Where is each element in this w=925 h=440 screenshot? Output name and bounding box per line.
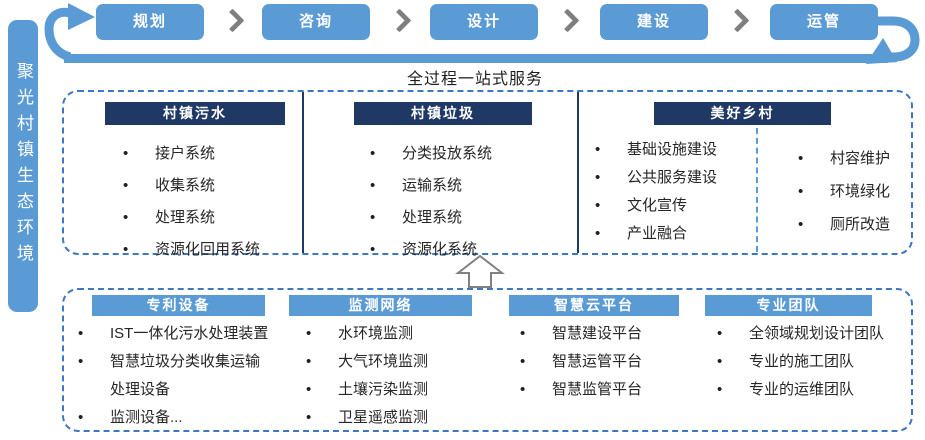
list-item: 全领域规划设计团队 xyxy=(705,320,915,348)
list-item: 文化宣传 xyxy=(583,192,783,220)
list-item: 公共服务建设 xyxy=(583,164,783,192)
list-item: 基础设施建设 xyxy=(583,136,783,164)
team-item-list: 全领域规划设计团队 专业的施工团队 专业的运维团队 xyxy=(705,320,915,404)
monitoring-item-list: 水环境监测 大气环境监测 土壤污染监测 卫星遥感监测 xyxy=(294,320,474,432)
capabilities-box: 专利设备 监测网络 智慧云平台 专业团队 IST一体化污水处理装置 智慧垃圾分类… xyxy=(62,288,913,432)
sub-column-divider xyxy=(756,128,758,252)
up-arrow-icon xyxy=(455,254,505,288)
list-item: 智慧建设平台 xyxy=(508,320,688,348)
loop-arrow-left-head-icon xyxy=(68,3,95,30)
services-box: 村镇污水 村镇垃圾 美好乡村 接户系统 收集系统 处理系统 资源化回用系统 分类… xyxy=(62,90,916,266)
list-item: 卫星遥感监测 xyxy=(294,404,474,432)
list-item: 厕所改造 xyxy=(786,208,916,241)
list-item: 产业融合 xyxy=(583,220,783,248)
list-item: 专业的运维团队 xyxy=(705,376,915,404)
section-title-monitoring: 监测网络 xyxy=(289,295,472,316)
loop-arrow-right-head-icon xyxy=(865,37,898,64)
loop-arrow-right-curve xyxy=(872,16,920,62)
village-item-list-left: 基础设施建设 公共服务建设 文化宣传 产业融合 xyxy=(583,136,783,248)
flow-step-consulting: 咨询 xyxy=(262,4,370,40)
list-item: 环境绿化 xyxy=(786,175,916,208)
section-title-equipment: 专利设备 xyxy=(92,295,265,316)
brand-vertical-bar: 聚光村镇生态环境 xyxy=(8,20,38,312)
garbage-item-list: 分类投放系统 运输系统 处理系统 资源化系统 xyxy=(358,138,558,266)
list-item: 智慧运管平台 xyxy=(508,348,688,376)
flow-caption: 全过程一站式服务 xyxy=(406,71,543,88)
list-item: 运输系统 xyxy=(358,170,558,202)
section-title-village: 美好乡村 xyxy=(654,102,831,125)
flow-step-operation: 运管 xyxy=(770,4,878,40)
list-item: 监测设备... xyxy=(66,404,282,432)
cloud-item-list: 智慧建设平台 智慧运管平台 智慧监管平台 xyxy=(508,320,688,404)
list-item: 资源化回用系统 xyxy=(111,234,311,266)
flow-step-design: 设计 xyxy=(430,4,538,40)
list-item: 接户系统 xyxy=(111,138,311,170)
list-item: 村容维护 xyxy=(786,142,916,175)
section-title-team: 专业团队 xyxy=(705,295,872,316)
list-item: 处理系统 xyxy=(111,202,311,234)
list-item: 土壤污染监测 xyxy=(294,376,474,404)
list-item: 智慧监管平台 xyxy=(508,376,688,404)
sewage-item-list: 接户系统 收集系统 处理系统 资源化回用系统 xyxy=(111,138,311,266)
section-title-garbage: 村镇垃圾 xyxy=(354,102,532,125)
list-item: 水环境监测 xyxy=(294,320,474,348)
loop-arrow-left-curve xyxy=(44,7,72,62)
column-divider xyxy=(577,92,579,253)
section-title-sewage: 村镇污水 xyxy=(105,102,285,125)
flow-step-construction: 建设 xyxy=(600,4,708,40)
process-loop-arrow xyxy=(44,3,920,64)
list-item: IST一体化污水处理装置 xyxy=(66,320,282,348)
village-item-list-right: 村容维护 环境绿化 厕所改造 xyxy=(786,142,916,241)
list-item: 大气环境监测 xyxy=(294,348,474,376)
list-item: 智慧垃圾分类收集运输 处理设备 xyxy=(66,348,282,404)
list-item: 收集系统 xyxy=(111,170,311,202)
list-item: 资源化系统 xyxy=(358,234,558,266)
list-item: 分类投放系统 xyxy=(358,138,558,170)
section-title-cloud: 智慧云平台 xyxy=(509,295,679,316)
list-item: 处理系统 xyxy=(358,202,558,234)
loop-line xyxy=(64,54,888,63)
list-item: 专业的施工团队 xyxy=(705,348,915,376)
brand-label: 聚光村镇生态环境 xyxy=(14,62,33,270)
flow-step-planning: 规划 xyxy=(96,4,204,40)
equipment-item-list: IST一体化污水处理装置 智慧垃圾分类收集运输 处理设备 监测设备... xyxy=(66,320,282,432)
